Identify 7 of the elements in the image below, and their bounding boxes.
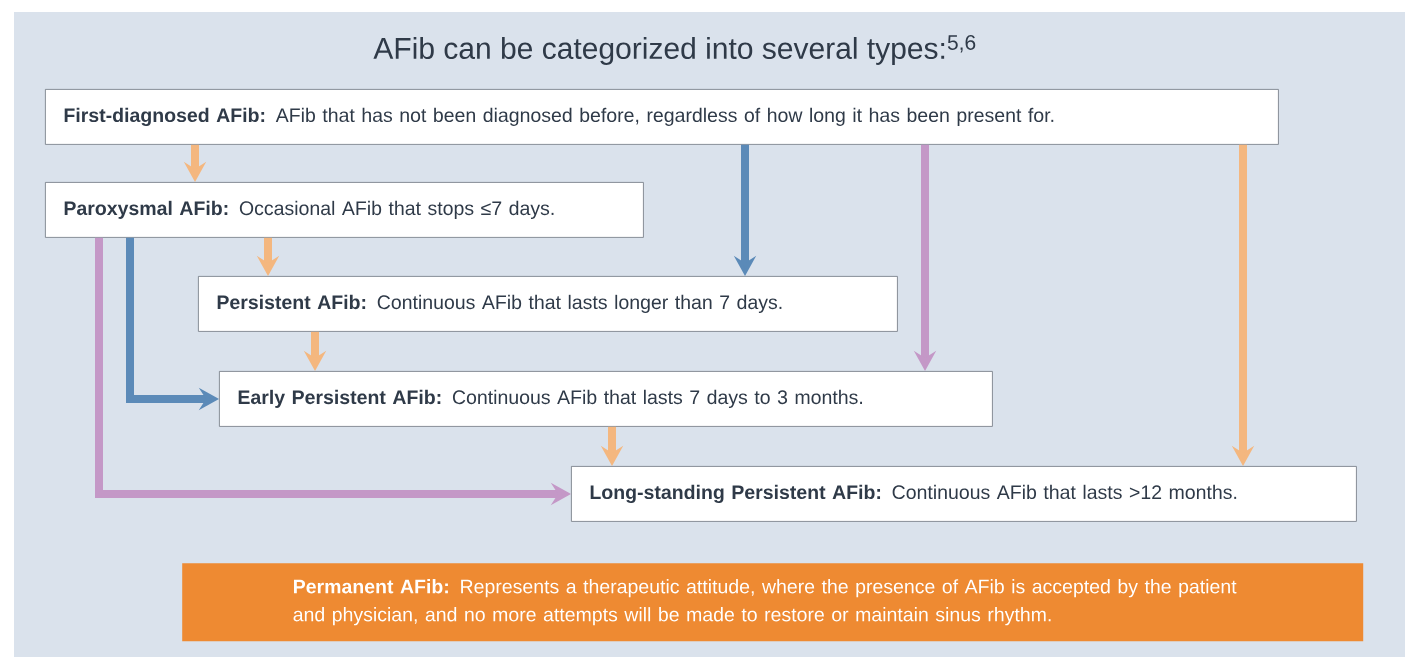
type-box: Long-standing Persistent AFib: Continuous AFib that lasts >12 months. bbox=[571, 466, 1357, 522]
title: AFib can be categorized into several types:$^{5,6}$ bbox=[373, 35, 976, 65]
type-box: First-diagnosed AFib: AFib that has not been diagnosed before, regardless of how long it has been present for. bbox=[45, 89, 1279, 145]
type-box: Early Persistent AFib: Continuous AFib that lasts 7 days to 3 months. bbox=[219, 371, 993, 427]
note-box: Permanent AFib: Represents a therapeutic attitude, where the presence of AFib is accepted by the patient and physician, and no more attempts will be made to restore or maintain sinus rhythm. bbox=[182, 563, 1364, 642]
type-box: Paroxysmal AFib: Occasional AFib that stops ≤7 days. bbox=[45, 182, 644, 238]
type-box: Persistent AFib: Continuous AFib that lasts longer than 7 days. bbox=[198, 276, 898, 332]
